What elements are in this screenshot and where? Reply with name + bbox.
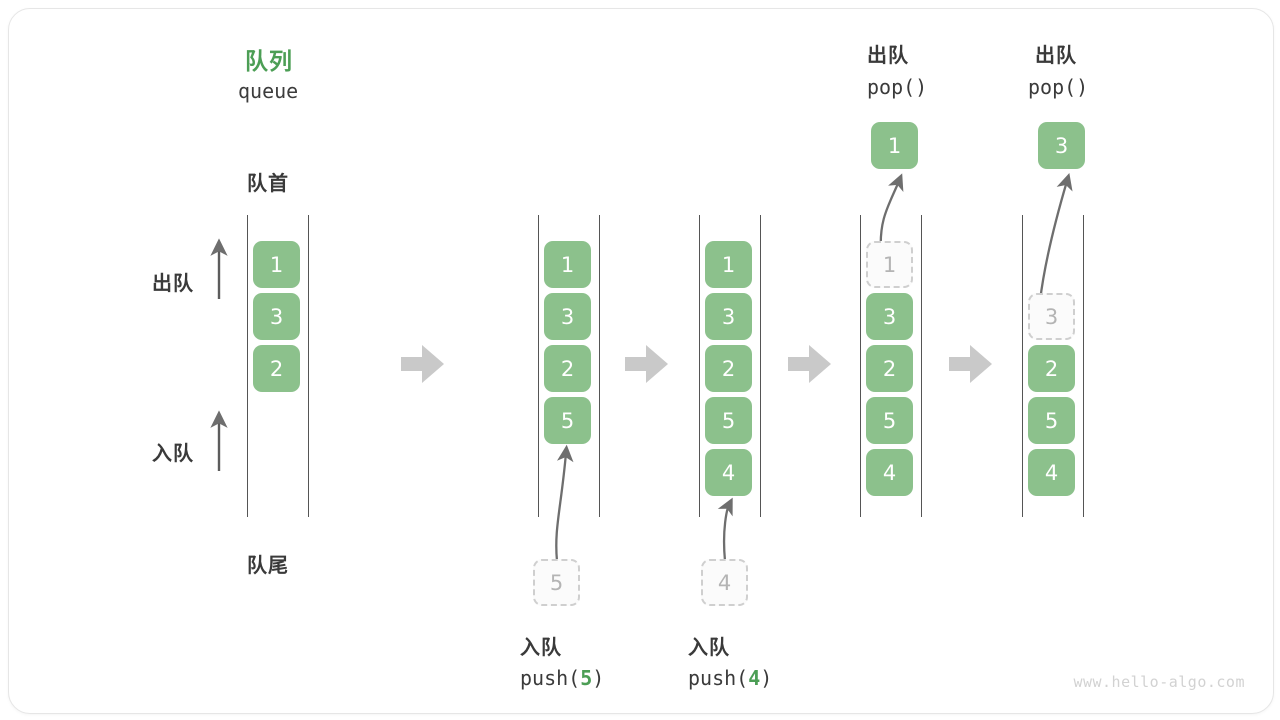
popped-ghost-cell: 3: [1028, 293, 1075, 340]
queue-cell: 5: [705, 397, 752, 444]
rail-left: [860, 215, 861, 517]
step-arrow-icon-1: [401, 345, 444, 383]
watermark: www.hello-algo.com: [1073, 673, 1245, 691]
push-prefix: push(: [688, 666, 749, 690]
page-subtitle: queue: [238, 79, 299, 103]
queue-head-label: 队首: [247, 171, 289, 195]
rail-right: [921, 215, 922, 517]
pop-3-label: 出队: [1035, 43, 1077, 67]
popped-value-cell: 1: [871, 122, 918, 169]
queue-cell: 3: [253, 293, 300, 340]
rail-right: [760, 215, 761, 517]
popped-value-cell: 3: [1038, 122, 1085, 169]
rail-left: [699, 215, 700, 517]
push-suffix: ): [592, 666, 605, 690]
diagram-panel: 队列 queue 队首 队尾 出队 入队: [8, 8, 1274, 714]
step-arrow-icon-3: [788, 345, 831, 383]
queue-cell: 4: [1028, 449, 1075, 496]
dequeue-direction-label: 出队: [152, 271, 194, 295]
queue-cell: 1: [253, 241, 300, 288]
popped-ghost-cell: 1: [866, 241, 913, 288]
enqueue-direction-label: 入队: [152, 441, 194, 465]
push-suffix: ): [760, 666, 773, 690]
push-4-code: push(4): [688, 666, 772, 690]
push-4-label: 入队: [688, 635, 730, 659]
queue-cell: 2: [866, 345, 913, 392]
push-5-ghost-cell: 5: [533, 559, 580, 606]
step-arrow-icon-2: [625, 345, 668, 383]
rail-right: [599, 215, 600, 517]
queue-cell: 5: [1028, 397, 1075, 444]
push-5-label: 入队: [520, 635, 562, 659]
queue-cell: 3: [866, 293, 913, 340]
queue-cell: 1: [544, 241, 591, 288]
queue-cell: 1: [705, 241, 752, 288]
push-5-arrow-icon: [555, 444, 574, 562]
queue-cell: 2: [1028, 345, 1075, 392]
push-5-value: 5: [580, 666, 593, 690]
rail-left: [247, 215, 248, 517]
queue-cell: 3: [705, 293, 752, 340]
pop-1-code: pop(): [867, 75, 928, 99]
rail-right: [1083, 215, 1084, 517]
pop-3-arrow-icon: [1038, 173, 1073, 302]
page-title: 队列: [245, 49, 293, 75]
push-5-code: push(5): [520, 666, 604, 690]
step-arrow-icon-4: [949, 345, 992, 383]
pop-1-label: 出队: [867, 43, 909, 67]
queue-cell: 3: [544, 293, 591, 340]
queue-cell: 4: [705, 449, 752, 496]
queue-cell: 2: [544, 345, 591, 392]
queue-cell: 4: [866, 449, 913, 496]
rail-left: [1022, 215, 1023, 517]
rail-left: [538, 215, 539, 517]
pop-3-code: pop(): [1028, 75, 1089, 99]
push-prefix: push(: [520, 666, 581, 690]
queue-cell: 5: [544, 397, 591, 444]
queue-tail-label: 队尾: [247, 553, 289, 577]
push-4-arrow-icon: [717, 497, 733, 562]
queue-cell: 5: [866, 397, 913, 444]
rail-right: [308, 215, 309, 517]
queue-cell: 2: [253, 345, 300, 392]
push-4-ghost-cell: 4: [701, 559, 748, 606]
queue-cell: 2: [705, 345, 752, 392]
push-4-value: 4: [748, 666, 761, 690]
